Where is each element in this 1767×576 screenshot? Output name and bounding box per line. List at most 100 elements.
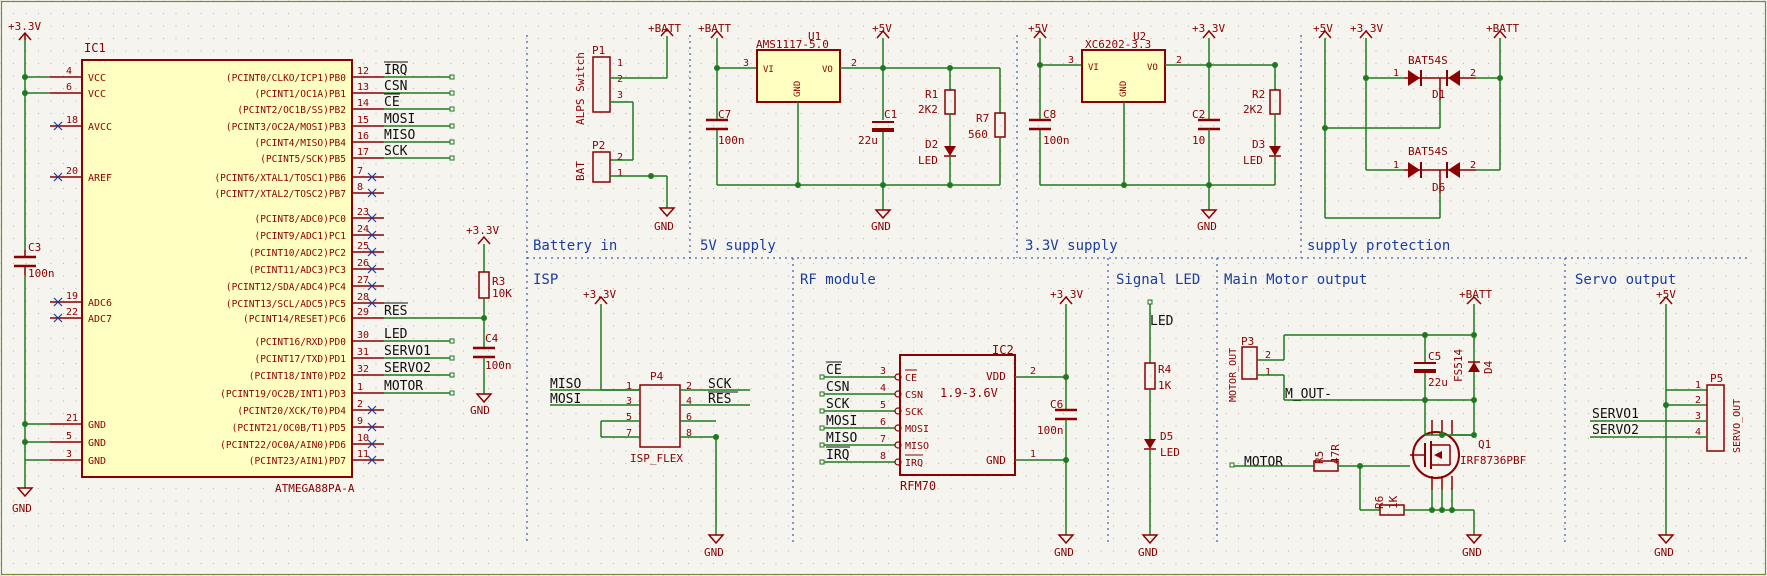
- gnd-label-servo: GND: [1654, 546, 1674, 559]
- section-battery-title: Battery in: [533, 238, 617, 254]
- c4-ref: C4: [485, 332, 499, 345]
- gnd-label-mcu: GND: [12, 502, 32, 515]
- no-connect-flag: [367, 298, 377, 308]
- r1-value: 2K2: [918, 103, 938, 116]
- rf-pin-bubble: [894, 407, 902, 415]
- diode-d4: [1468, 362, 1480, 372]
- mcu-left-pins: 4VCC6VCC18AVCC20AREF19ADC622ADC721GND5GN…: [50, 66, 112, 467]
- motor-net-mout: M_OUT-: [1285, 387, 1332, 402]
- no-connect-flag: [367, 172, 377, 182]
- mcu-right-pins: 12(PCINT0/CLKO/ICP1)PB0IRQ13(PCINT1/OC1A…: [214, 61, 455, 467]
- c6-ref: C6: [1050, 398, 1063, 411]
- svg-text:1: 1: [1265, 367, 1271, 378]
- rf-net-label: SCK: [826, 397, 850, 412]
- d2-value: LED: [918, 154, 938, 167]
- no-connect-flag: [53, 313, 63, 323]
- c2-ref: C2: [1192, 108, 1205, 121]
- rf-pin-bubble: [894, 373, 902, 381]
- mcu-right-pin-num: 17: [357, 147, 369, 158]
- u2-ref: U2: [1133, 30, 1146, 43]
- connector-p2: [592, 151, 611, 183]
- section-5v-title: 5V supply: [700, 238, 776, 254]
- gnd-symbol-mcu: GND: [12, 487, 34, 515]
- rf-pin-num: 3: [880, 366, 886, 377]
- mcu-net-flag: [449, 74, 455, 80]
- svg-text:5: 5: [626, 412, 632, 423]
- d1-ref: D1: [1432, 88, 1445, 101]
- mcu-net-label: SCK: [384, 144, 408, 159]
- c4-value: 100n: [485, 359, 512, 372]
- rf-net-label: IRQ: [826, 448, 850, 463]
- mcu-left-pin-num: 6: [66, 82, 72, 93]
- battery-in-section: P1 ALPS Switch 1 2 3 +BATT P2 BAT 2 1 GN…: [574, 22, 681, 233]
- mcu-right-pin-name: (PCINT11/ADC3)PC3: [249, 265, 346, 276]
- regulator-u2: [1081, 49, 1166, 103]
- svg-text:2: 2: [1470, 68, 1476, 79]
- svg-text:3: 3: [1068, 55, 1074, 66]
- rf-pin-num: 7: [880, 434, 886, 445]
- mcu-right-pin-name: (PCINT0/CLKO/ICP1)PB0: [226, 73, 346, 84]
- svg-text:8: 8: [686, 428, 692, 439]
- v5-label-5v: +5V: [872, 22, 892, 35]
- no-connect-flag: [53, 297, 63, 307]
- mcu-right-pin-num: 13: [357, 82, 369, 93]
- section-33v-title: 3.3V supply: [1025, 238, 1118, 254]
- rf-pin-name: CE: [905, 373, 917, 384]
- v5-label-33: +5V: [1028, 22, 1048, 35]
- p2-ref: P2: [592, 139, 605, 152]
- ic2-value: RFM70: [900, 479, 936, 493]
- mosfet-q1: Q1 IRF8736PBF: [1410, 420, 1526, 490]
- rf-pin-name: SCK: [905, 407, 923, 418]
- v33-label-isp: +3.3V: [583, 288, 616, 301]
- mcu-right-pin-num: 30: [357, 330, 369, 341]
- mcu-right-pin-num: 29: [357, 307, 369, 318]
- mcu-net-flag: [449, 123, 455, 129]
- mcu-right-pin-name: (PCINT4/MISO)PB4: [254, 138, 346, 149]
- p5-ref: P5: [1710, 372, 1723, 385]
- v33-label-prot: +3.3V: [1350, 22, 1383, 35]
- mcu-left-pin-num: 3: [66, 449, 72, 460]
- d6-value: BAT54S: [1408, 145, 1448, 158]
- c6-value: 100n: [1037, 424, 1064, 437]
- mcu-left-pin-name: GND: [88, 456, 106, 467]
- r1-ref: R1: [925, 88, 938, 101]
- mcu-value: ATMEGA88PA-A: [275, 482, 355, 495]
- power-flag-33v-mcu: +3.3V: [8, 20, 41, 41]
- svg-text:2: 2: [617, 74, 623, 85]
- u1-vi: VI: [763, 65, 774, 75]
- svg-text:2: 2: [1176, 55, 1182, 66]
- mcu-right-pin-num: 31: [357, 347, 369, 358]
- c7-value: 100n: [718, 134, 745, 147]
- connector-p1: [592, 56, 611, 113]
- rf-net-label: CSN: [826, 380, 849, 395]
- no-connect-flag: [367, 188, 377, 198]
- u1-vo: VO: [822, 65, 833, 75]
- batt-label-prot: +BATT: [1486, 22, 1519, 35]
- rf-net-label: MOSI: [826, 414, 857, 429]
- mcu-left-pin-num: 18: [66, 115, 78, 126]
- svg-text:6: 6: [686, 412, 692, 423]
- c1-value: 22u: [858, 134, 878, 147]
- batt-label-battery: +BATT: [648, 22, 681, 35]
- r4-ref: R4: [1158, 363, 1172, 376]
- mcu-right-pin-name: (PCINT3/OC2A/MOSI)PB3: [226, 122, 346, 133]
- batt-label-motor: +BATT: [1459, 288, 1492, 301]
- gnd-label-isp: GND: [704, 546, 724, 559]
- led-d5: [1144, 439, 1156, 449]
- section-protection-title: supply protection: [1307, 238, 1450, 254]
- mcu-left-pin-name: VCC: [88, 89, 106, 100]
- svg-text:2: 2: [1030, 366, 1036, 377]
- ic2-gnd: GND: [986, 454, 1006, 467]
- r3-ref: R3: [492, 275, 505, 288]
- ic2-range: 1.9-3.6V: [940, 386, 998, 400]
- u1-value: AMS1117-5.0: [756, 38, 829, 51]
- mcu-right-pin-name: (PCINT19/OC2B/INT1)PD3: [220, 389, 346, 400]
- rf-pin-num: 8: [880, 451, 886, 462]
- rf-pin-name: MOSI: [905, 424, 929, 435]
- section-signal-led-title: Signal LED: [1116, 272, 1200, 288]
- r5-ref: R5: [1313, 451, 1326, 464]
- isp-section: +3.3V P4 ISP_FLEX MISO MOSI SCK RES 13 5…: [550, 288, 750, 559]
